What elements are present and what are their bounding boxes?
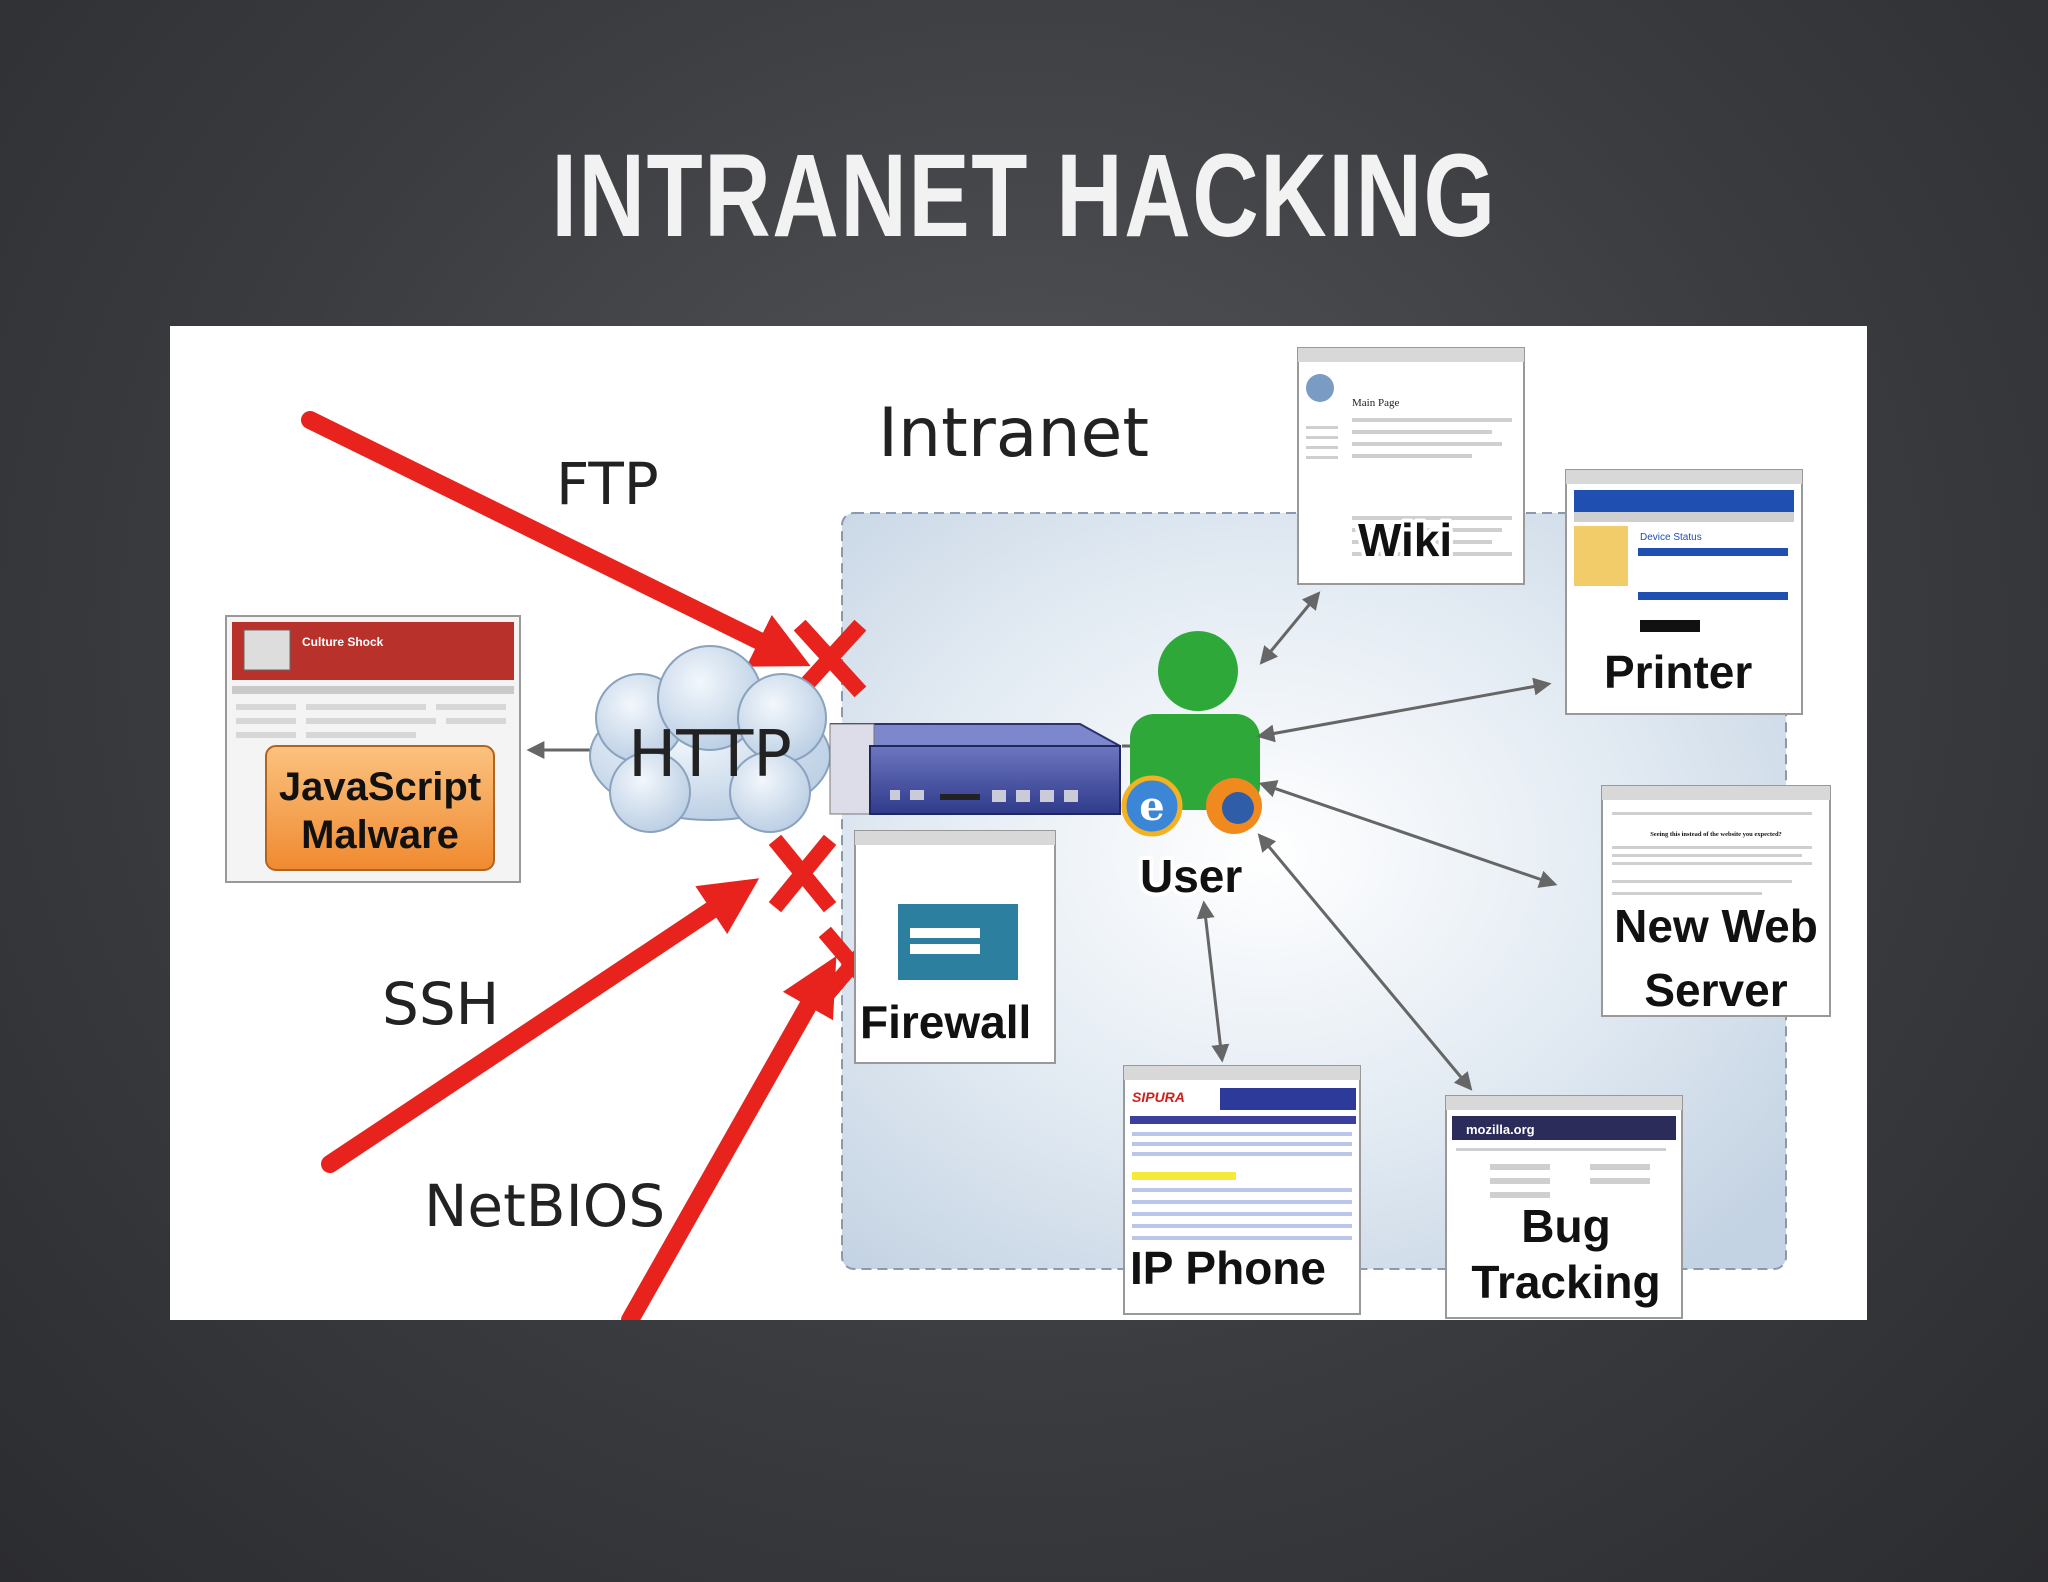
- web-server-page: Seeing this instead of the website you e…: [1601, 785, 1831, 1017]
- printer-label: Printer: [1604, 646, 1752, 698]
- web-server-label-line2: Server: [1644, 964, 1787, 1016]
- printer-heading: Device Status: [1640, 532, 1702, 543]
- intranet-diagram: Intranet FTP SSH NetBIOS Culture Shock J…: [170, 326, 1867, 1320]
- user-figure: e: [1121, 631, 1262, 837]
- svg-text:e: e: [1139, 783, 1164, 830]
- intranet-label: Intranet: [878, 394, 1149, 473]
- arrow-user-ip-phone: [1196, 900, 1230, 1063]
- attack-arrow-ftp: [301, 411, 811, 667]
- malware-site-title: Culture Shock: [302, 635, 384, 649]
- http-cloud: [589, 645, 831, 833]
- arrow-user-bug-tracking: [1257, 833, 1473, 1091]
- firewall-device: [829, 723, 1121, 815]
- block-x-ftp: [793, 619, 867, 698]
- firewall-page: [854, 830, 1056, 1064]
- user-connections: [1196, 591, 1558, 1091]
- http-label: HTTP: [628, 718, 792, 792]
- ip-phone-label: IP Phone: [1130, 1242, 1326, 1294]
- protocol-label-ftp: FTP: [556, 450, 659, 518]
- malware-label-line2: Malware: [301, 813, 459, 857]
- block-marks: [768, 619, 887, 1003]
- bug-tracking-label-line1: Bug: [1521, 1200, 1610, 1252]
- printer-page: Device Status: [1565, 469, 1803, 715]
- bug-tracking-label-line2: Tracking: [1471, 1256, 1660, 1308]
- wiki-label: Wiki: [1358, 514, 1452, 566]
- web-server-heading: Seeing this instead of the website you e…: [1650, 831, 1782, 838]
- bug-tracking-brand: mozilla.org: [1466, 1122, 1535, 1137]
- wiki-page: Main Page: [1297, 347, 1525, 585]
- slide-title: INTRANET HACKING: [551, 130, 1497, 262]
- ip-phone-brand: SIPURA: [1132, 1089, 1185, 1105]
- wiki-heading: Main Page: [1352, 397, 1399, 409]
- arrow-user-printer: [1256, 677, 1552, 743]
- ip-phone-page: SIPURA: [1123, 1065, 1361, 1315]
- ie-browser-icon: [1121, 775, 1183, 837]
- malware-label-line1: JavaScript: [279, 765, 481, 809]
- attack-arrow-ssh: [321, 878, 760, 1173]
- malware-callout: [265, 745, 495, 871]
- arrow-user-wiki: [1259, 591, 1321, 665]
- protocol-label-ssh: SSH: [382, 970, 499, 1038]
- user-label: User: [1140, 850, 1242, 902]
- attack-arrow-netbios: [621, 955, 837, 1320]
- protocol-label-netbios: NetBIOS: [424, 1172, 665, 1240]
- bug-tracking-page: mozilla.org: [1445, 1095, 1683, 1319]
- firewall-label: Firewall: [860, 996, 1031, 1048]
- web-server-label-line1: New Web: [1614, 900, 1818, 952]
- block-x-ssh: [768, 834, 837, 913]
- attack-arrows: [301, 411, 837, 1320]
